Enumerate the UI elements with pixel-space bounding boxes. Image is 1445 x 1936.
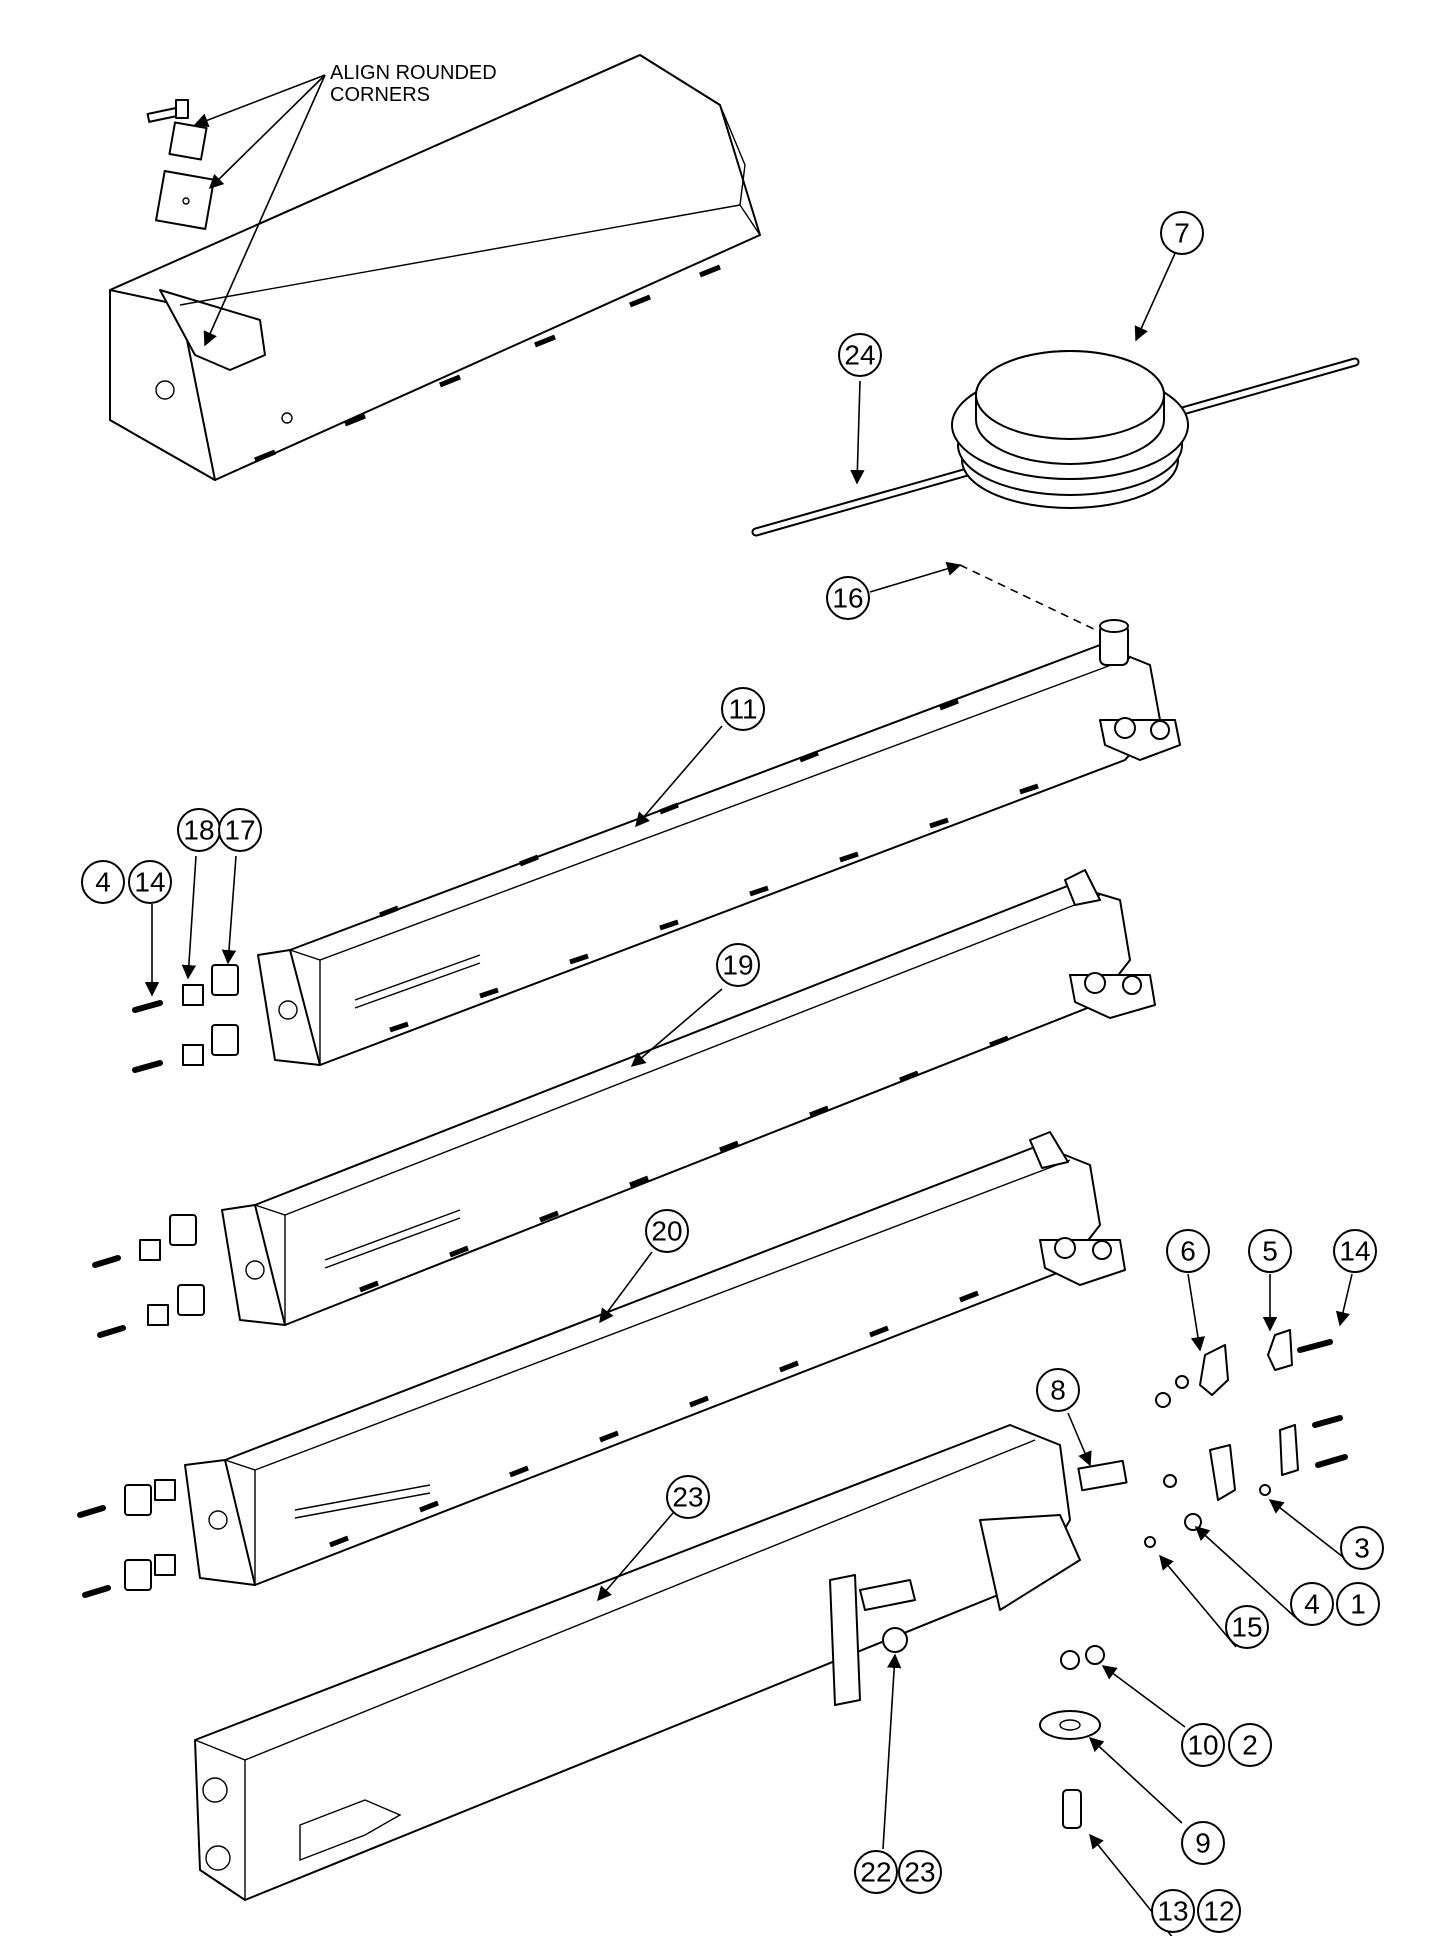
callout-22: 22 [854, 1850, 898, 1894]
svg-text:23: 23 [904, 1857, 935, 1888]
svg-text:1: 1 [1350, 1589, 1366, 1620]
svg-text:14: 14 [134, 867, 165, 898]
callout-15: 15 [1225, 1605, 1269, 1649]
callout-4-left: 4 [81, 860, 125, 904]
svg-text:13: 13 [1157, 1896, 1188, 1927]
svg-text:14: 14 [1339, 1236, 1370, 1267]
svg-text:15: 15 [1231, 1612, 1262, 1643]
callout-4-right: 4 [1290, 1582, 1334, 1626]
boom-section-19 [221, 869, 1156, 1326]
callout-18: 18 [177, 808, 221, 852]
boom-section-20 [184, 1131, 1126, 1586]
svg-text:22: 22 [860, 1857, 891, 1888]
svg-text:23: 23 [672, 1482, 703, 1513]
svg-text:2: 2 [1242, 1730, 1258, 1761]
svg-text:3: 3 [1354, 1533, 1370, 1564]
svg-text:9: 9 [1195, 1828, 1211, 1859]
svg-text:4: 4 [1304, 1589, 1320, 1620]
svg-text:7: 7 [1174, 218, 1190, 249]
callout-12: 12 [1197, 1889, 1241, 1933]
callout-14-left: 14 [128, 860, 172, 904]
svg-text:16: 16 [832, 583, 863, 614]
align-rounded-corners-note: ALIGN ROUNDED CORNERS [193, 62, 497, 347]
svg-text:CORNERS: CORNERS [330, 84, 430, 106]
svg-text:12: 12 [1203, 1896, 1234, 1927]
callout-3: 3 [1340, 1526, 1384, 1570]
svg-text:19: 19 [722, 950, 753, 981]
callout-8: 8 [1036, 1368, 1080, 1412]
svg-text:24: 24 [844, 340, 875, 371]
callout-13: 13 [1151, 1889, 1195, 1933]
wear-pads-left [77, 964, 239, 1598]
callout-23-hub: 23 [898, 1850, 942, 1894]
callout-23-body: 23 [666, 1475, 710, 1519]
callout-19: 19 [716, 943, 760, 987]
callout-24: 24 [838, 333, 882, 377]
callout-7: 7 [1160, 211, 1204, 255]
svg-text:8: 8 [1050, 1375, 1066, 1406]
base-boom-section-23 [194, 1424, 1128, 1901]
svg-text:6: 6 [1180, 1236, 1196, 1267]
svg-text:11: 11 [728, 694, 757, 725]
callout-17: 17 [218, 808, 262, 852]
callout-14-right: 14 [1333, 1229, 1377, 1273]
svg-text:18: 18 [183, 815, 214, 846]
svg-text:17: 17 [224, 815, 255, 846]
callout-20: 20 [645, 1209, 689, 1253]
svg-text:5: 5 [1262, 1236, 1278, 1267]
callout-10: 10 [1181, 1723, 1225, 1767]
right-hardware [1039, 1329, 1348, 1829]
sheave-assembly [751, 350, 1360, 537]
callout-1: 1 [1336, 1582, 1380, 1626]
callout-11: 11 [721, 687, 765, 731]
svg-text:20: 20 [651, 1216, 682, 1247]
callout-2: 2 [1228, 1723, 1272, 1767]
callout-16: 16 [826, 576, 870, 620]
callout-9: 9 [1181, 1821, 1225, 1865]
svg-text:4: 4 [95, 867, 111, 898]
boom-section-11 [257, 619, 1181, 1066]
svg-text:ALIGN ROUNDED: ALIGN ROUNDED [330, 62, 497, 84]
svg-text:10: 10 [1187, 1730, 1218, 1761]
top-boom-section [109, 54, 761, 481]
callout-5: 5 [1248, 1229, 1292, 1273]
callout-6: 6 [1166, 1229, 1210, 1273]
leader-lines [144, 248, 1353, 1936]
